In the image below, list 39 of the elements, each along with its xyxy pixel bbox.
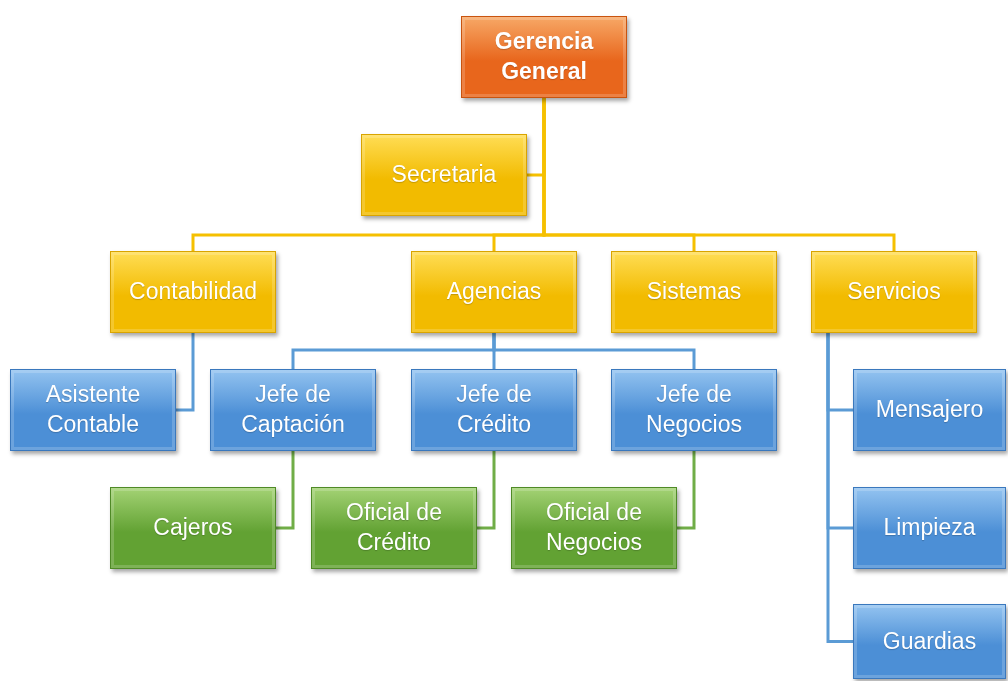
org-box xyxy=(411,369,577,451)
connector-line xyxy=(677,451,696,530)
org-box xyxy=(853,604,1006,679)
org-box xyxy=(511,487,677,569)
box-label: Oficial de Negocios xyxy=(545,498,643,557)
org-box xyxy=(611,251,777,333)
org-box xyxy=(811,251,977,333)
box-label: Jefe de Negocios xyxy=(645,380,743,439)
box-label: Contabilidad xyxy=(129,277,257,307)
box-label: Gerencia General xyxy=(493,27,595,86)
connector-line xyxy=(477,451,496,530)
box-label: Guardias xyxy=(882,626,977,656)
connector-line xyxy=(542,98,896,251)
connector-line xyxy=(276,451,295,530)
connector-line xyxy=(492,333,696,369)
box-label: Servicios xyxy=(847,277,941,307)
org-box xyxy=(361,134,527,216)
box-label: Jefe de Crédito xyxy=(455,380,533,439)
org-box xyxy=(611,369,777,451)
box-label: Secretaria xyxy=(391,160,497,190)
connector-line xyxy=(826,333,853,643)
org-box xyxy=(210,369,376,451)
connector-line xyxy=(176,333,195,412)
org-box xyxy=(110,251,276,333)
org-box xyxy=(461,16,627,98)
org-box xyxy=(10,369,176,451)
box-label: Oficial de Crédito xyxy=(345,498,443,557)
org-box xyxy=(853,369,1006,451)
box-label: Sistemas xyxy=(646,277,742,307)
org-box xyxy=(110,487,276,569)
org-box xyxy=(411,251,577,333)
box-label: Mensajero xyxy=(875,395,984,425)
box-label: Jefe de Captación xyxy=(240,380,346,439)
org-box xyxy=(311,487,477,569)
box-label: Cajeros xyxy=(153,513,233,543)
org-box xyxy=(853,487,1006,569)
box-label: Agencias xyxy=(446,277,542,307)
box-label: Asistente Contable xyxy=(44,380,142,439)
box-label: Limpieza xyxy=(883,513,976,543)
